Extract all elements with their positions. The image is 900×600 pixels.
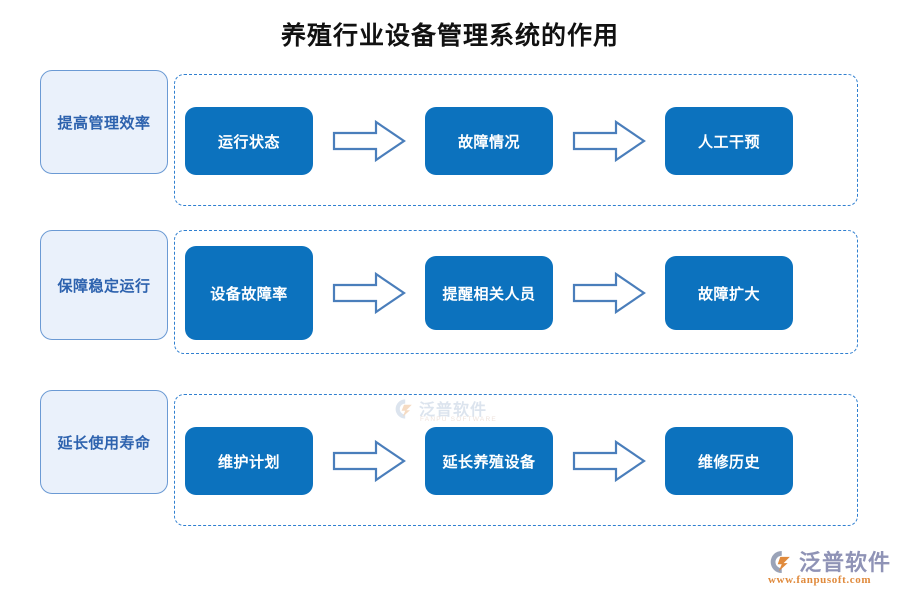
logo-brand-text: 泛普软件 bbox=[799, 550, 892, 575]
flow-node-3-1[interactable]: 维护计划 bbox=[185, 427, 313, 495]
flow-node-2-3[interactable]: 故障扩大 bbox=[665, 256, 793, 330]
category-box-2[interactable]: 保障稳定运行 bbox=[40, 230, 168, 340]
flow-node-label: 故障扩大 bbox=[697, 285, 760, 303]
flow-node-2-1[interactable]: 设备故障率 bbox=[185, 246, 313, 340]
fanpu-logo-icon bbox=[766, 548, 796, 576]
flow-container-3: 维护计划 延长养殖设备 维修历史 bbox=[174, 394, 858, 526]
arrow-right-icon bbox=[553, 433, 665, 489]
flow-row-2: 保障稳定运行 设备故障率 提醒相关人员 bbox=[0, 228, 900, 370]
flow-strip-3: 维护计划 延长养殖设备 维修历史 bbox=[175, 395, 859, 527]
category-label-3: 延长使用寿命 bbox=[57, 434, 151, 452]
flow-strip-1: 运行状态 故障情况 人工干预 bbox=[175, 75, 859, 207]
page-title: 养殖行业设备管理系统的作用 bbox=[280, 21, 619, 50]
arrow-right-icon bbox=[313, 265, 425, 321]
flow-node-2-2[interactable]: 提醒相关人员 bbox=[425, 256, 553, 330]
flow-node-label: 运行状态 bbox=[217, 133, 280, 151]
flow-node-1-2[interactable]: 故障情况 bbox=[425, 107, 553, 175]
category-box-3[interactable]: 延长使用寿命 bbox=[40, 390, 168, 494]
flow-node-label: 人工干预 bbox=[697, 133, 760, 151]
flow-container-1: 运行状态 故障情况 人工干预 bbox=[174, 74, 858, 206]
flow-row-1: 提高管理效率 运行状态 故障情况 bbox=[0, 68, 900, 210]
arrow-right-icon bbox=[553, 265, 665, 321]
flow-node-3-2[interactable]: 延长养殖设备 bbox=[425, 427, 553, 495]
brand-logo: 泛普软件 www.fanpusoft.com bbox=[766, 546, 890, 590]
flow-container-2: 设备故障率 提醒相关人员 故障扩大 bbox=[174, 230, 858, 354]
category-label-1: 提高管理效率 bbox=[57, 114, 151, 132]
arrow-right-icon bbox=[313, 433, 425, 489]
flow-node-label: 延长养殖设备 bbox=[442, 453, 536, 471]
category-box-1[interactable]: 提高管理效率 bbox=[40, 70, 168, 174]
category-label-2: 保障稳定运行 bbox=[57, 277, 151, 295]
flow-row-3: 延长使用寿命 维护计划 延长养殖设备 bbox=[0, 388, 900, 530]
flow-node-label: 设备故障率 bbox=[210, 285, 288, 303]
flow-node-label: 故障情况 bbox=[457, 133, 520, 151]
flow-node-label: 提醒相关人员 bbox=[442, 285, 536, 303]
flow-node-1-1[interactable]: 运行状态 bbox=[185, 107, 313, 175]
arrow-right-icon bbox=[313, 113, 425, 169]
logo-url-text: www.fanpusoft.com bbox=[768, 574, 872, 586]
flow-node-3-3[interactable]: 维修历史 bbox=[665, 427, 793, 495]
flow-node-1-3[interactable]: 人工干预 bbox=[665, 107, 793, 175]
flow-node-label: 维修历史 bbox=[697, 453, 760, 471]
flow-strip-2: 设备故障率 提醒相关人员 故障扩大 bbox=[175, 231, 859, 355]
arrow-right-icon bbox=[553, 113, 665, 169]
flow-node-label: 维护计划 bbox=[217, 453, 280, 471]
